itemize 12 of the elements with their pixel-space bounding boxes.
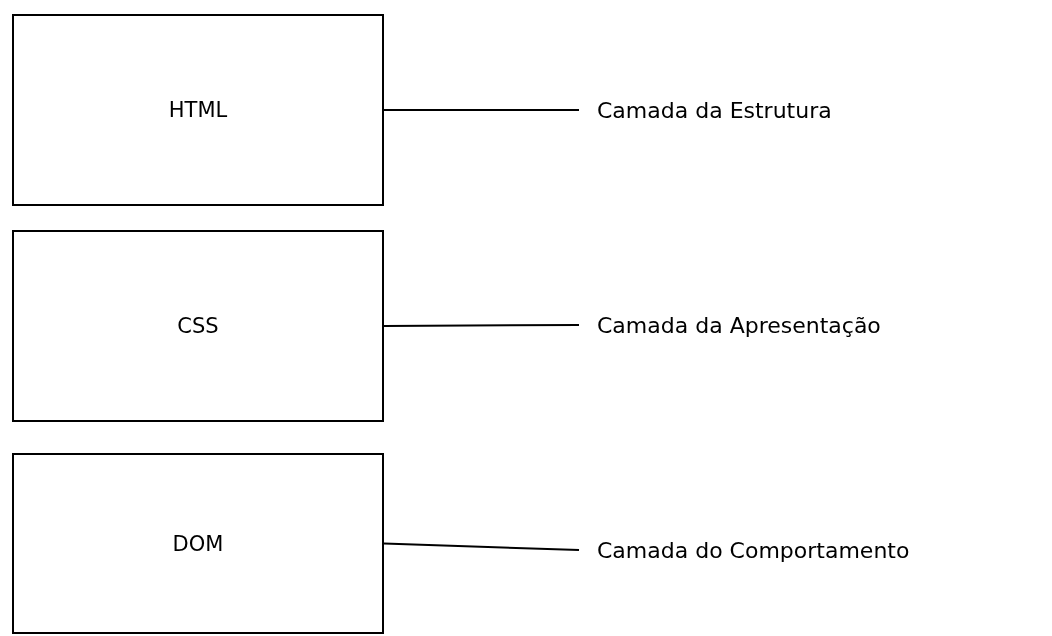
connector-line <box>383 324 580 327</box>
connector-line <box>383 542 580 551</box>
connector-line <box>383 109 580 111</box>
layer-box <box>12 14 384 206</box>
layer-name: HTML <box>168 98 228 122</box>
layer-box <box>12 230 384 422</box>
layer-name: CSS <box>177 314 219 338</box>
layer-label: Camada do Comportamento <box>597 537 910 563</box>
layer-label: Camada da Apresentação <box>597 312 881 338</box>
layer-box <box>12 453 384 634</box>
layer-name: DOM <box>172 531 224 556</box>
layer-label: Camada da Estrutura <box>597 97 832 123</box>
